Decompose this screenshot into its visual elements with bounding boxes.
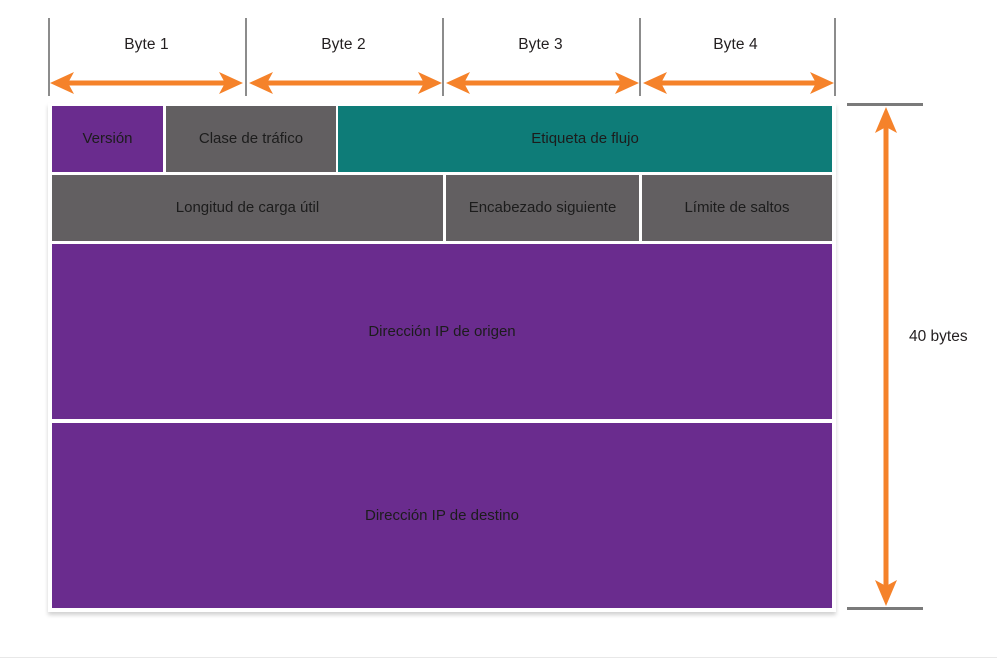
field-version: Versión xyxy=(52,106,163,172)
size-label: 40 bytes xyxy=(909,328,968,345)
byte-tick-4 xyxy=(834,18,836,96)
size-double-arrow xyxy=(873,105,899,608)
field-traffic-class: Clase de tráfico xyxy=(166,106,336,172)
byte-span-arrow-1 xyxy=(48,70,245,96)
brace-tick-top xyxy=(847,103,923,106)
field-hop-limit: Límite de saltos xyxy=(642,175,832,241)
byte-ruler: Byte 1 Byte 2 Byte 3 Byte 4 xyxy=(48,14,836,100)
byte-label-2: Byte 2 xyxy=(321,36,366,53)
byte-tick-3 xyxy=(639,18,641,96)
brace-tick-bottom xyxy=(847,607,923,610)
byte-span-arrow-4 xyxy=(641,70,838,96)
byte-span-arrow-2 xyxy=(247,70,444,96)
byte-label-4: Byte 4 xyxy=(713,36,758,53)
byte-tick-0 xyxy=(48,18,50,96)
ipv6-header-diagram: Versión Clase de tráfico Etiqueta de flu… xyxy=(48,103,836,612)
field-next-header: Encabezado siguiente xyxy=(446,175,639,241)
header-size-annotation: 40 bytes xyxy=(847,100,992,612)
field-payload-length: Longitud de carga útil xyxy=(52,175,443,241)
field-source-address: Dirección IP de origen xyxy=(52,244,832,419)
field-destination-address: Dirección IP de destino xyxy=(52,423,832,608)
byte-label-3: Byte 3 xyxy=(518,36,563,53)
byte-label-1: Byte 1 xyxy=(124,36,169,53)
byte-span-arrow-3 xyxy=(444,70,641,96)
field-flow-label: Etiqueta de flujo xyxy=(338,106,832,172)
byte-tick-1 xyxy=(245,18,247,96)
byte-tick-2 xyxy=(442,18,444,96)
